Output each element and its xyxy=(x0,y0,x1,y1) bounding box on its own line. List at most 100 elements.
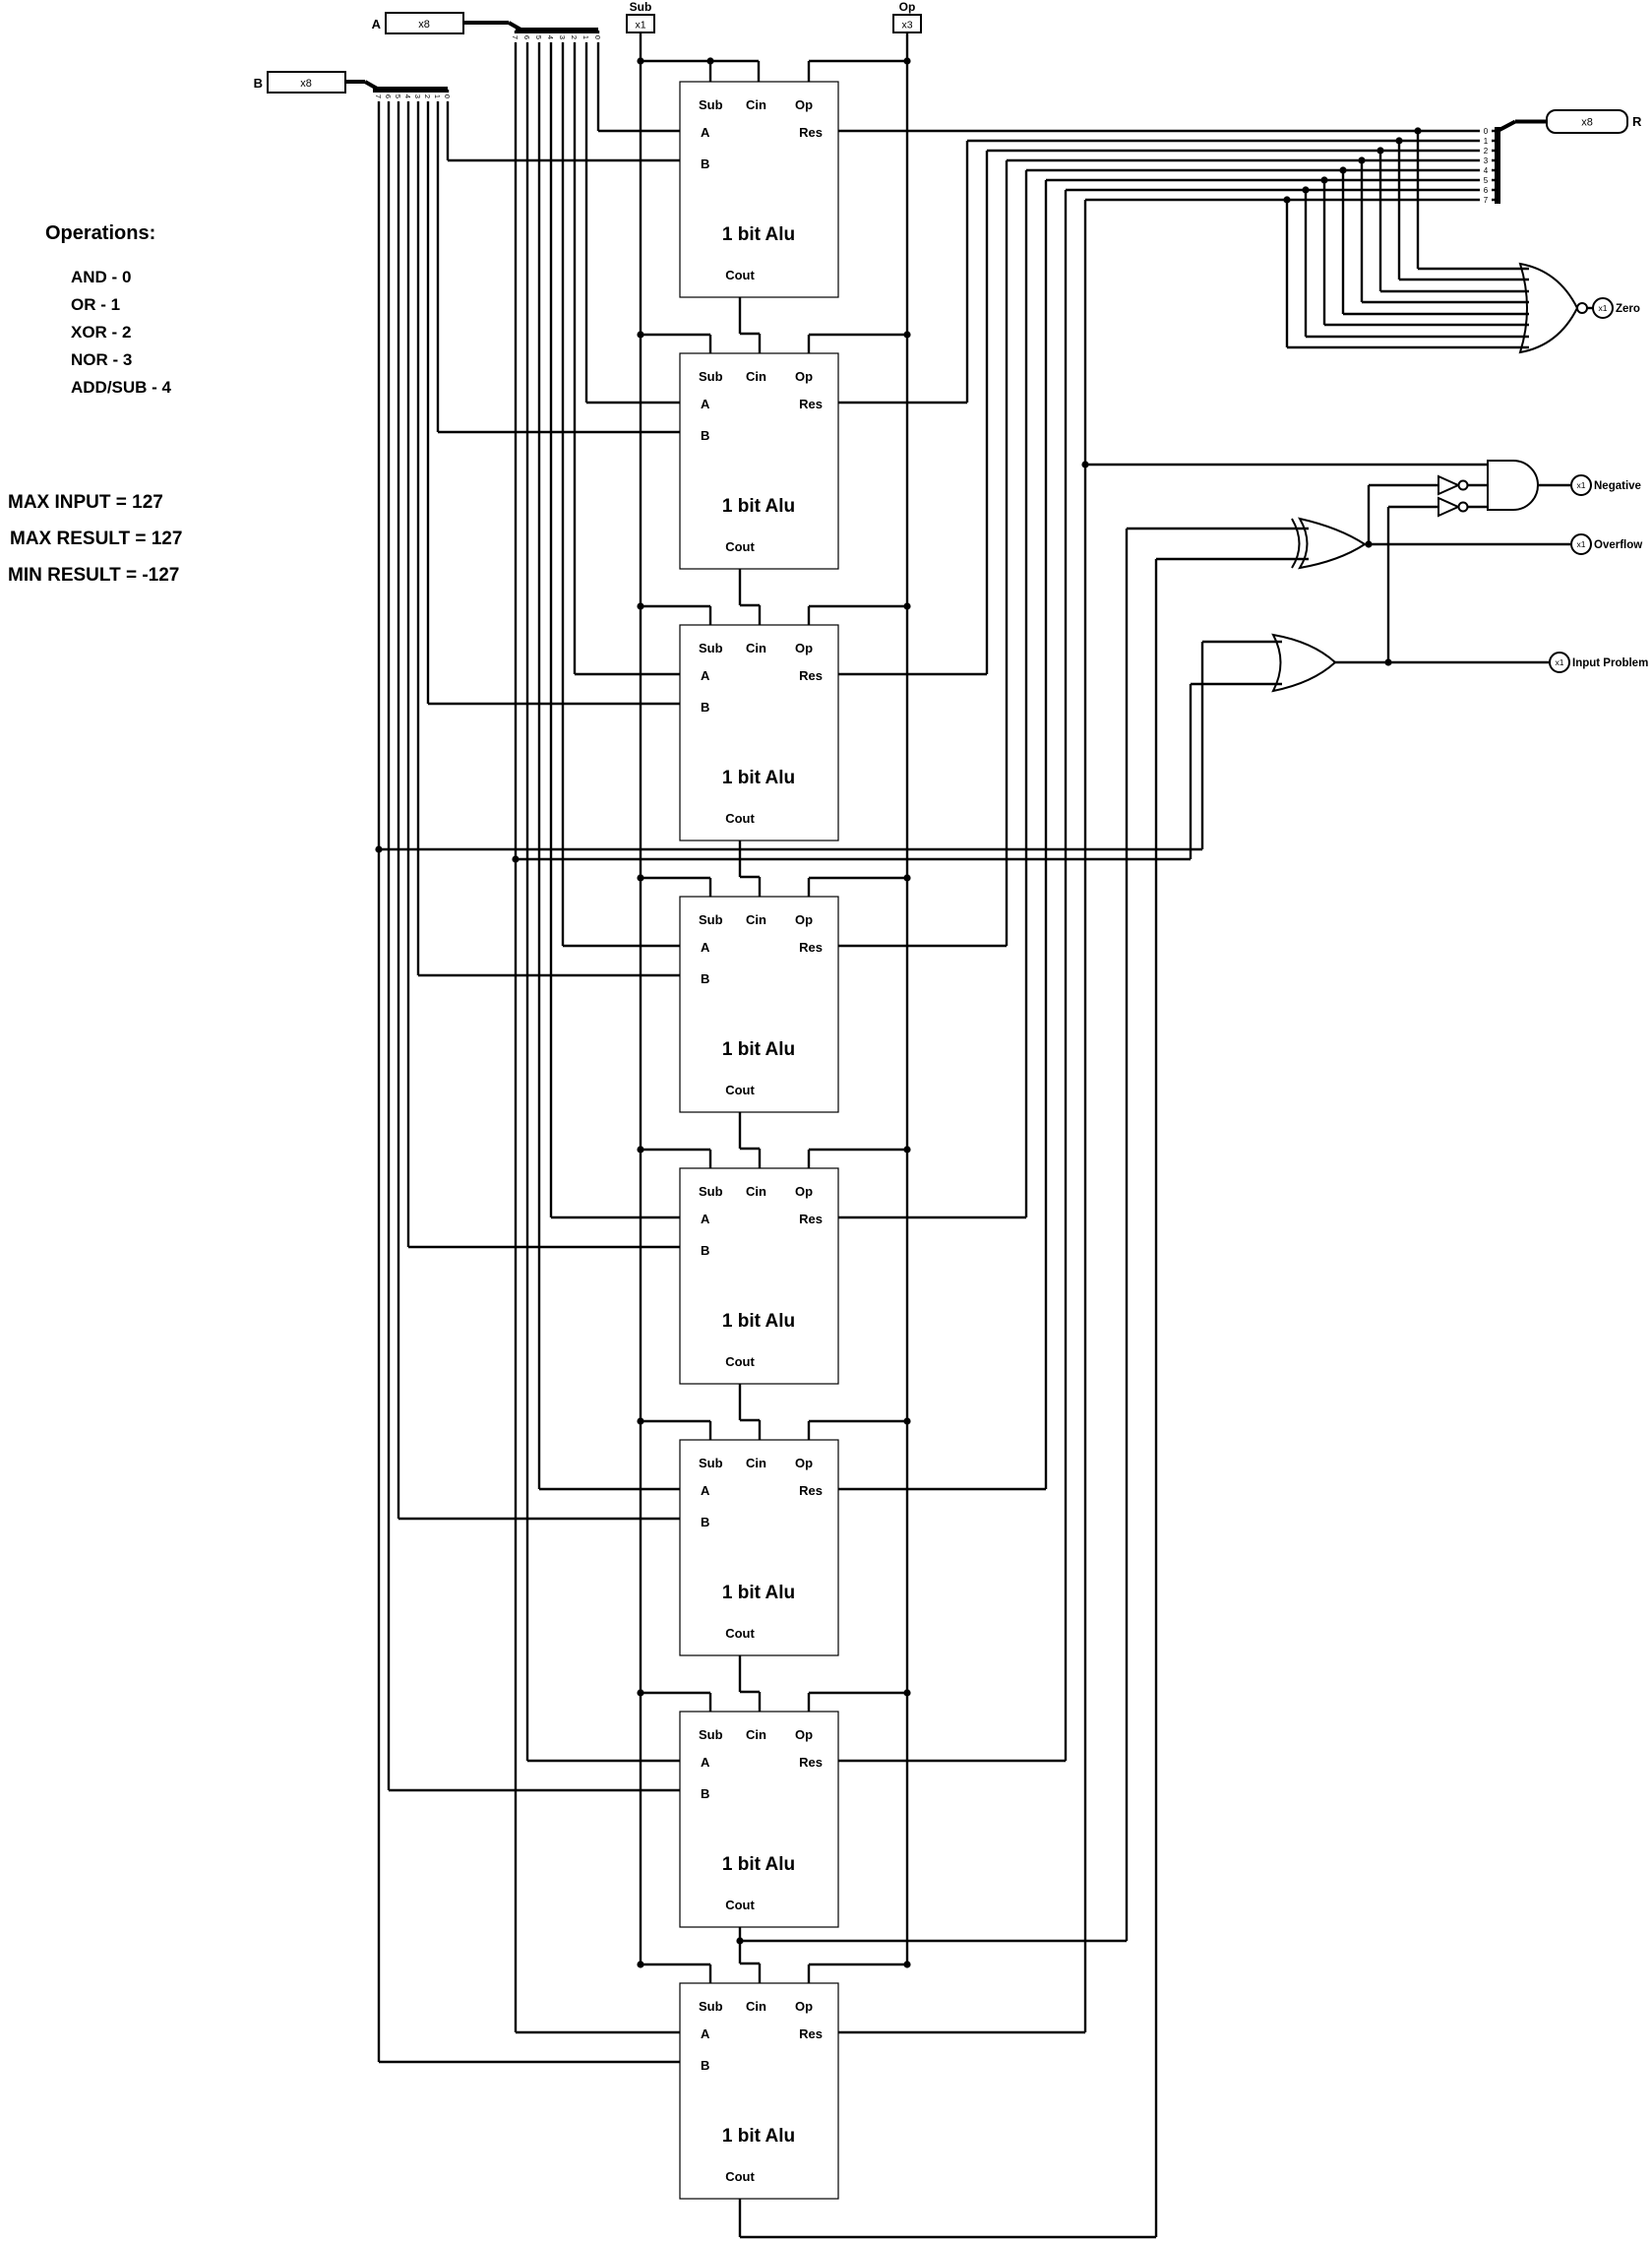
label-backing xyxy=(1480,156,1492,165)
not-invert-bubble xyxy=(1457,479,1469,491)
zero-nor-gate[interactable] xyxy=(1518,262,1579,354)
alu-block-1-body[interactable] xyxy=(679,81,839,298)
alu-block-title: 1 bit Alu xyxy=(722,2126,795,2147)
a-splitter-bit-label: 2 xyxy=(570,35,579,39)
output-overflow-bus-width: x1 xyxy=(1577,539,1586,549)
wire-junction xyxy=(903,1961,911,1968)
alu-pin-res-label: Res xyxy=(799,668,823,683)
label-backing xyxy=(1480,136,1492,146)
alu-pin-b-label: B xyxy=(701,2058,709,2073)
label-backing xyxy=(424,93,432,101)
input-op-bus-width: x3 xyxy=(901,20,912,31)
b-splitter-bit-label: 2 xyxy=(423,94,432,98)
b-splitter-bit-label: 1 xyxy=(433,94,442,98)
wire-junction xyxy=(706,57,714,65)
wire-junction xyxy=(637,874,644,882)
alu-block-6-body[interactable] xyxy=(679,1439,839,1656)
wire-junction xyxy=(903,602,911,610)
nor-invert-bubble xyxy=(1576,302,1588,314)
alu-pin-sub-label: Sub xyxy=(699,912,723,927)
alu-pin-op-label: Op xyxy=(795,97,813,112)
not-gate[interactable] xyxy=(1438,496,1461,518)
label-backing xyxy=(512,33,520,42)
alu-block-7-body[interactable] xyxy=(679,1711,839,1928)
r-combiner-bit-label: 4 xyxy=(1484,166,1489,175)
alu-pin-cout-label: Cout xyxy=(725,539,755,554)
input-pin-op[interactable] xyxy=(892,14,922,33)
label-backing xyxy=(444,93,452,101)
b-splitter-bit-label: 6 xyxy=(384,94,393,98)
alu-pin-op-label: Op xyxy=(795,369,813,384)
alu-pin-sub-label: Sub xyxy=(699,1999,723,2014)
alu-pin-cout-label: Cout xyxy=(725,268,755,282)
output-pin-negative[interactable] xyxy=(1570,474,1592,496)
output-overflow-label: Overflow xyxy=(1594,539,1642,551)
alu-block-5-body[interactable] xyxy=(679,1167,839,1385)
alu-pin-sub-label: Sub xyxy=(699,1456,723,1470)
not-gate[interactable] xyxy=(1438,474,1461,496)
alu-block-4-body[interactable] xyxy=(679,896,839,1113)
label-backing xyxy=(547,33,555,42)
alu-pin-res-label: Res xyxy=(799,125,823,140)
input-pin-a[interactable] xyxy=(385,12,464,34)
alu-pin-res-label: Res xyxy=(799,1755,823,1770)
output-pin-input-problem[interactable] xyxy=(1549,652,1570,673)
output-pin-zero[interactable] xyxy=(1592,297,1614,319)
alu-pin-a-label: A xyxy=(701,125,710,140)
a-splitter-bit-label: 0 xyxy=(593,35,602,39)
alu-block-3-body[interactable] xyxy=(679,624,839,841)
alu-pin-cin-label: Cin xyxy=(746,1456,766,1470)
input-pin-sub[interactable] xyxy=(626,14,655,33)
b-splitter-bit-label: 5 xyxy=(394,94,402,98)
negative-and-gate[interactable] xyxy=(1487,460,1539,511)
label-backing xyxy=(1480,126,1492,136)
alu-block-title: 1 bit Alu xyxy=(722,496,795,517)
alu-pin-b-label: B xyxy=(701,971,709,986)
output-zero-label: Zero xyxy=(1616,303,1640,315)
alu-block-8-body[interactable] xyxy=(679,1982,839,2200)
label-backing xyxy=(414,93,422,101)
label-backing xyxy=(582,33,590,42)
operations-title: Operations: xyxy=(45,222,155,244)
r-combiner-bit-label: 6 xyxy=(1484,186,1489,195)
alu-pin-sub-label: Sub xyxy=(699,1727,723,1742)
alu-pin-a-label: A xyxy=(701,940,710,955)
input-pin-b[interactable] xyxy=(267,71,346,93)
alu-block-title: 1 bit Alu xyxy=(722,1039,795,1060)
label-backing xyxy=(385,93,393,101)
operations-item: XOR - 2 xyxy=(71,323,131,342)
alu-pin-res-label: Res xyxy=(799,1483,823,1498)
alu-block-2-body[interactable] xyxy=(679,352,839,570)
output-pin-r[interactable] xyxy=(1546,109,1628,134)
alu-pin-a-label: A xyxy=(701,1755,710,1770)
input-a-bus-width: x8 xyxy=(418,19,430,31)
input-a-label: A xyxy=(372,17,382,31)
alu-pin-cin-label: Cin xyxy=(746,97,766,112)
alu-pin-op-label: Op xyxy=(795,912,813,927)
overflow-xor-gate[interactable] xyxy=(1297,517,1367,570)
alu-pin-sub-label: Sub xyxy=(699,1184,723,1199)
alu-pin-b-label: B xyxy=(701,428,709,443)
wire-junction xyxy=(903,1689,911,1697)
output-input-problem-label: Input Problem xyxy=(1572,657,1648,669)
r-combiner-bit-label: 2 xyxy=(1484,147,1489,156)
alu-pin-res-label: Res xyxy=(799,397,823,411)
alu-pin-cout-label: Cout xyxy=(725,1898,755,1912)
alu-pin-cout-label: Cout xyxy=(725,2169,755,2184)
wire-junction xyxy=(903,1417,911,1425)
label-backing xyxy=(594,33,602,42)
operations-item: OR - 1 xyxy=(71,295,120,314)
label-backing xyxy=(1480,146,1492,156)
input-problem-or-gate[interactable] xyxy=(1271,633,1337,693)
output-pin-overflow[interactable] xyxy=(1570,533,1592,555)
